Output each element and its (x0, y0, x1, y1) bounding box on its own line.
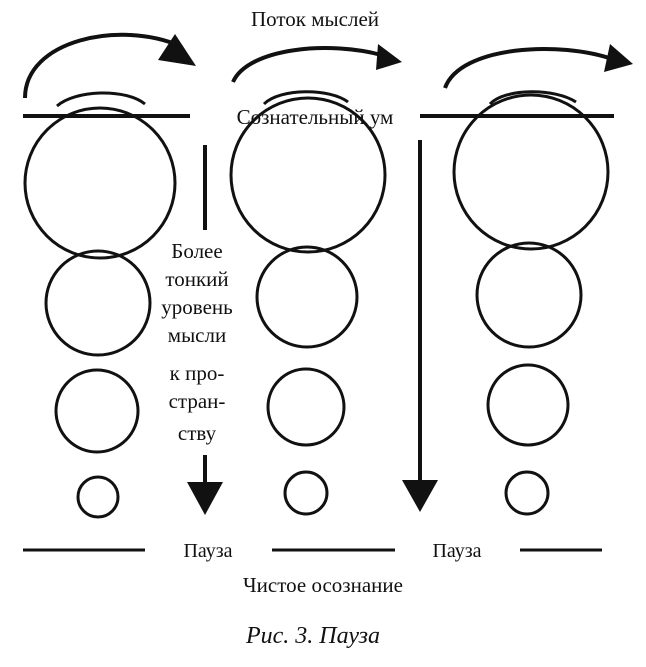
conscious-mind-label: Сознательный ум (237, 105, 394, 129)
flow-arrow-2 (231, 46, 386, 83)
circle-col2-small (266, 367, 346, 447)
small-arc-3 (488, 90, 577, 106)
flow-arrow-1 (23, 32, 181, 99)
flow-arrow-1-head (158, 34, 196, 66)
flow-arrow-3-head (604, 44, 633, 72)
subtle-line-6: стран- (169, 389, 226, 413)
subtle-line-1: Более (171, 239, 222, 263)
subtle-line-5: к про- (170, 361, 225, 385)
circle-col3-tiny (504, 470, 550, 516)
circle-col1-tiny (76, 475, 120, 519)
circle-col1-medium (44, 249, 152, 357)
circle-col1-large (23, 106, 177, 260)
subtle-level-label: Более тонкий уровень мысли к про- стран-… (161, 239, 232, 445)
figure-caption: Рис. 3. Пауза (245, 623, 380, 649)
circle-col3-large (452, 93, 610, 251)
circle-col2-large (229, 96, 387, 254)
subtle-line-4: мысли (168, 323, 226, 347)
subtle-line-3: уровень (161, 295, 232, 319)
flow-arrow-2-head (376, 44, 402, 70)
circle-col3-small (486, 363, 570, 447)
small-arc-2 (262, 90, 349, 106)
pure-awareness-label: Чистое осознание (243, 573, 403, 597)
subtle-arrow-head (187, 482, 223, 515)
flow-arrow-3 (443, 47, 616, 89)
circle-col2-medium (255, 245, 359, 349)
thought-flow-label: Поток мыслей (251, 7, 379, 31)
circle-col2-tiny (283, 470, 329, 516)
subtle-line-7: ству (178, 421, 217, 445)
circle-col1-small (54, 368, 140, 454)
pause-label-left: Пауза (183, 540, 232, 562)
small-arc-1 (56, 91, 146, 108)
circle-col3-medium (475, 241, 583, 349)
pause-label-right: Пауза (432, 540, 481, 562)
long-arrow-head (402, 480, 438, 512)
subtle-line-2: тонкий (165, 267, 228, 291)
